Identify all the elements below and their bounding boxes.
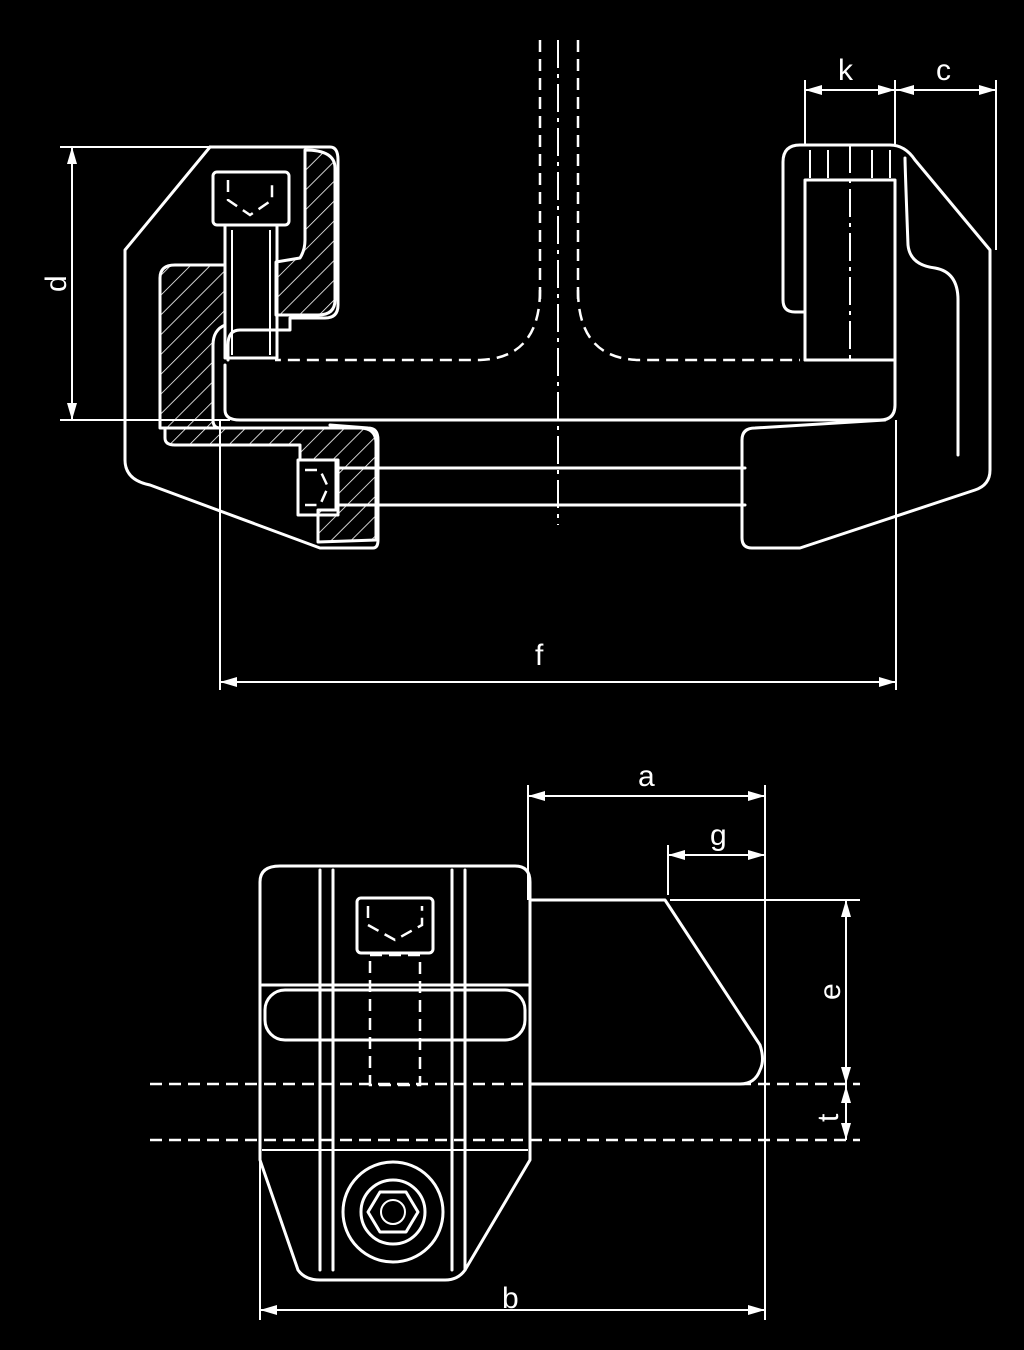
beam-flange (223, 358, 897, 422)
hex-socket (366, 1190, 420, 1234)
screw-socket-hidden (226, 180, 274, 217)
rod-nut (296, 458, 340, 517)
left-jaw-section-top (274, 148, 337, 317)
left-jaw-section-side (158, 263, 227, 430)
right-clamp-contour (903, 156, 960, 457)
flange-hidden-right (576, 289, 800, 362)
screw-head (211, 170, 291, 227)
dim-label-a: a (638, 760, 655, 793)
side-screw-shank (368, 953, 422, 1087)
right-clamp-outer (740, 143, 992, 550)
dim-label-e: e (814, 983, 847, 1000)
screw-shank (223, 223, 279, 360)
round-nut (341, 1160, 445, 1264)
dim-label-b: b (502, 1282, 519, 1315)
side-view: a g e t b (150, 760, 860, 1320)
dim-label-f: f (535, 639, 544, 672)
flange-hidden-left (275, 289, 542, 362)
dim-label-c: c (936, 54, 951, 87)
left-clamp-outer (123, 145, 380, 550)
jaw-profile (528, 898, 764, 1086)
dim-label-k: k (838, 54, 854, 87)
section-view: k c d f (40, 40, 997, 690)
side-screw-head (355, 896, 435, 955)
dim-label-g: g (710, 819, 727, 852)
left-jaw-section-bottom (163, 426, 378, 544)
dim-label-d: d (40, 275, 73, 292)
dim-label-t: t (812, 1113, 845, 1122)
clamp-bar (263, 988, 527, 1042)
right-clamp-inner (781, 143, 807, 362)
clamp-body (258, 864, 532, 1282)
